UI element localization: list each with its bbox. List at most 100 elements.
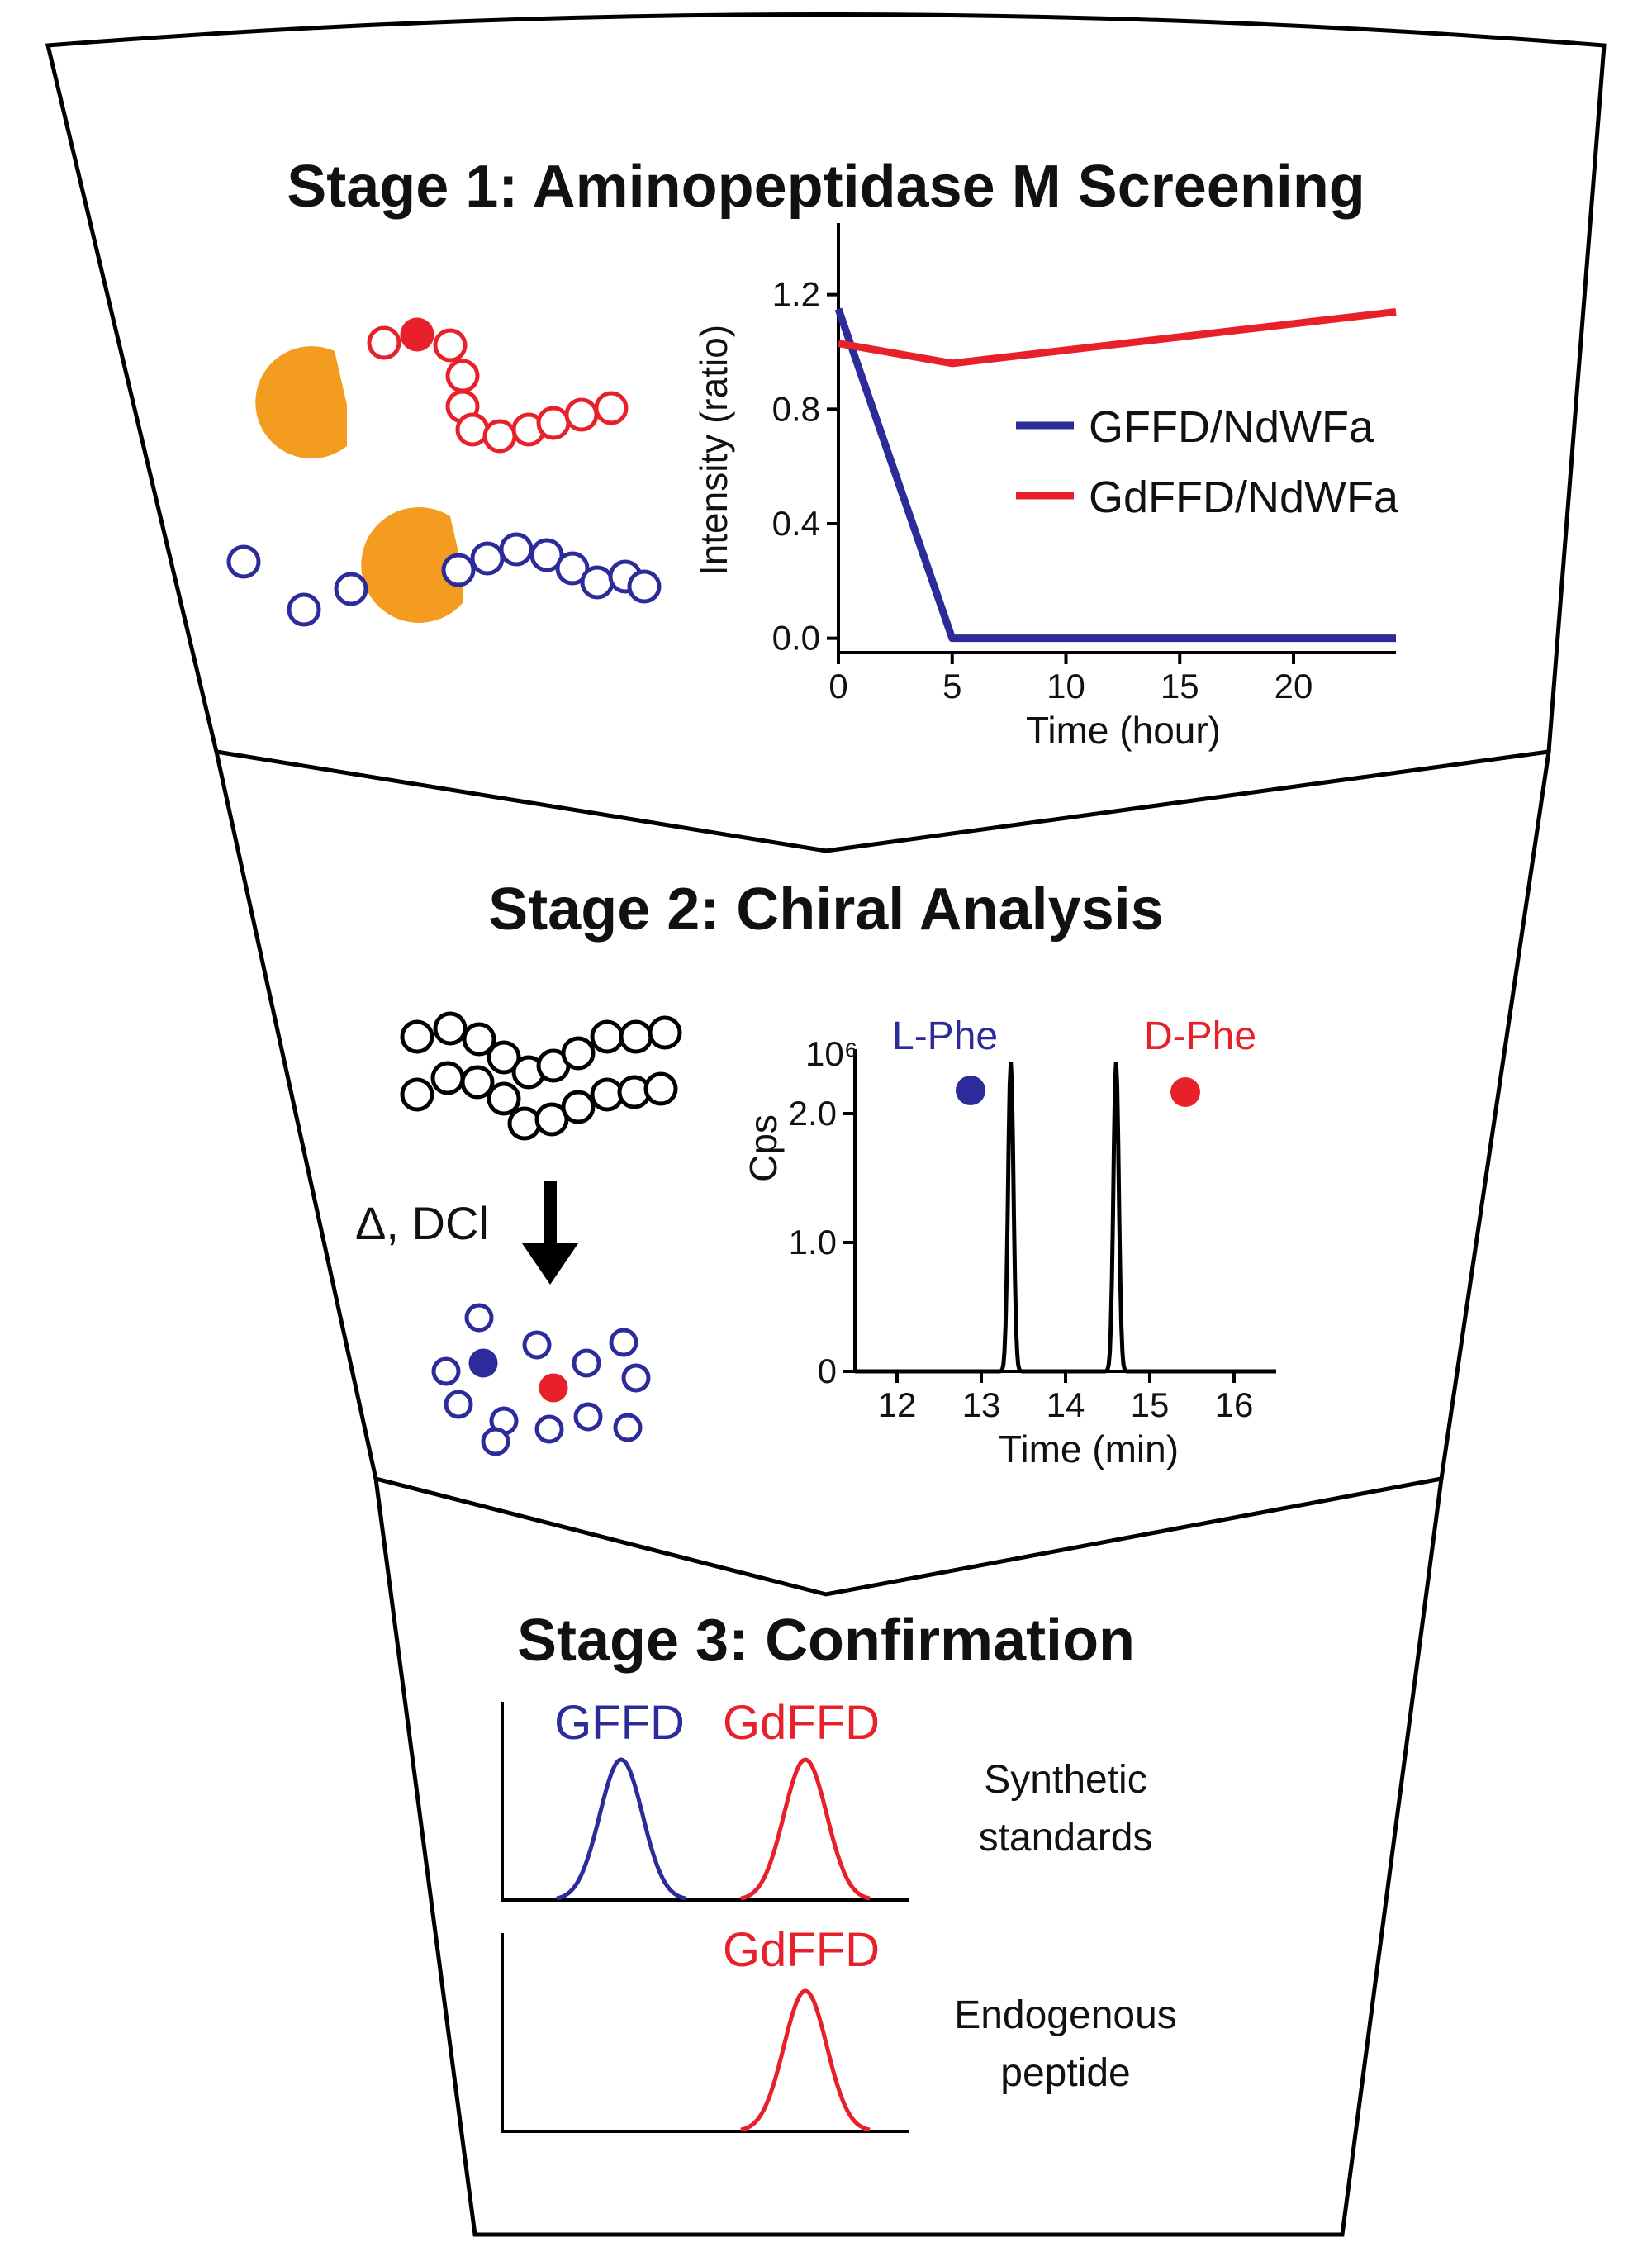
amino-acid-dot-filled [468,1348,498,1378]
peptide-chain-icon [400,1011,682,1090]
amino-acid-dot [573,1402,603,1432]
amino-acid-bead [594,391,629,425]
chart1-legend: GFFD/NdWFa GdFFD/NdWFa [1016,402,1399,522]
chart1-axes [837,223,1396,654]
amino-acid-bead [590,1077,624,1112]
amino-acid-bead [462,1022,496,1057]
pacman-enzyme-icon [361,506,463,623]
series-line-gffd [834,307,1396,643]
amino-acid-bead [564,397,599,432]
x-tick-label: 14 [1047,1385,1085,1424]
chiral-chromatogram: 12 13 14 15 16 0 1.0 2.0 10⁶ Time (min) Cps L-P… [742,1014,1276,1470]
amino-acid-bead [499,532,534,567]
gdffd-peak [740,1757,871,1901]
amino-acid-dot [609,1328,638,1357]
peptide-chain-icon [367,317,629,454]
amino-acid-bead [627,569,662,604]
endogenous-label-line2: peptide [1000,2051,1130,2095]
legend-label-gffd: GFFD/NdWFa [1089,402,1374,452]
l-phe-marker [956,1076,985,1105]
amino-acid-bead [287,592,321,627]
amino-acid-bead [433,1011,468,1046]
amino-acid-dot [613,1413,643,1442]
amino-acid-bead [590,1019,624,1054]
amino-acid-bead [433,328,468,363]
amino-acid-dot [481,1427,510,1456]
amino-acid-bead [648,1015,682,1050]
amino-acid-dot-filled [539,1373,568,1403]
amino-acid-bead [534,1102,569,1137]
stage3-funnel-segment [373,1475,1444,2237]
down-arrow-icon [522,1181,578,1285]
y-tick-label: 0 [818,1352,837,1390]
gdffd-peak-label: GdFFD [723,1696,880,1750]
amino-acid-bead [529,538,564,572]
y-tick-label: 0.4 [772,504,820,543]
amino-acid-bead [561,1036,596,1071]
synthetic-standards-panel: GFFD GdFFD Synthetic standards [501,1696,1153,1902]
chart2-y-axis-label: Cps [742,1114,785,1182]
amino-acid-bead [445,359,480,393]
amino-acid-dot [534,1414,564,1444]
amino-acid-bead [367,325,401,360]
y-tick-label: 0.8 [772,389,820,428]
reaction-conditions-label: Δ, DCl [355,1197,489,1249]
endogenous-gdffd-label: GdFFD [723,1923,880,1977]
amino-acid-dot [522,1330,552,1360]
amino-acid-bead [441,553,476,587]
amino-acid-bead [430,1061,465,1095]
panel2-axes [501,1933,909,2133]
x-tick-label: 15 [1161,667,1199,705]
chart2-y-exponent: 10⁶ [805,1034,858,1073]
y-tick-label: 1.0 [789,1223,837,1261]
chromatogram-trace [855,1062,1276,1374]
endogenous-peptide-panel: GdFFD Endogenous peptide [501,1923,1177,2133]
amino-acid-bead [643,1071,678,1106]
x-tick-label: 16 [1215,1385,1254,1424]
x-tick-label: 20 [1275,667,1313,705]
x-tick-label: 15 [1131,1385,1170,1424]
x-tick-label: 13 [962,1385,1001,1424]
synthetic-label-line2: standards [979,1816,1153,1860]
panel1-axes [501,1702,909,1902]
amino-acid-bead [580,565,615,600]
y-tick-label: 1.2 [772,275,820,314]
pacman-enzyme-icon [255,346,347,459]
amino-acid-bead [400,1077,434,1112]
endogenous-label-line1: Endogenous [954,1993,1177,2037]
amino-acid-dot [621,1363,651,1393]
stage3-title: Stage 3: Confirmation [517,1608,1135,1674]
amino-acid-filled-bead [400,317,434,352]
amino-acid-bead [619,1019,653,1054]
amino-acid-bead [555,551,590,586]
chart2-ticks: 12 13 14 15 16 0 1.0 2.0 [789,1094,1254,1424]
endogenous-gdffd-peak [740,1988,871,2132]
amino-acid-bead [487,1081,521,1116]
peptide-chain-icon [400,1061,678,1141]
x-tick-label: 12 [878,1385,917,1424]
chart1-x-axis-label: Time (hour) [1026,709,1221,752]
synthetic-label-line1: Synthetic [984,1758,1146,1802]
amino-acid-bead [470,541,505,576]
amino-acid-bead [334,572,368,606]
gffd-peak [556,1757,686,1901]
x-tick-label: 5 [942,667,961,705]
chart1-y-axis-label: Intensity (ratio) [692,325,735,576]
y-tick-label: 2.0 [789,1094,837,1133]
amino-acid-dot [464,1303,494,1333]
l-phe-label: L-Phe [892,1014,998,1058]
series-line-gdffd [838,307,1397,368]
amino-acid-dot [444,1390,473,1419]
amino-acid-bead [400,1019,434,1054]
legend-label-gdffd: GdFFD/NdWFa [1089,473,1399,522]
stage3-section: Stage 3: Confirmation GFFD GdFFD Synthet… [501,1608,1177,2133]
chart2-x-axis-label: Time (min) [999,1428,1179,1470]
x-tick-label: 10 [1047,667,1085,705]
y-tick-label: 0.0 [772,619,820,658]
amino-acid-dot [572,1348,601,1378]
amino-acid-bead [487,1040,521,1075]
